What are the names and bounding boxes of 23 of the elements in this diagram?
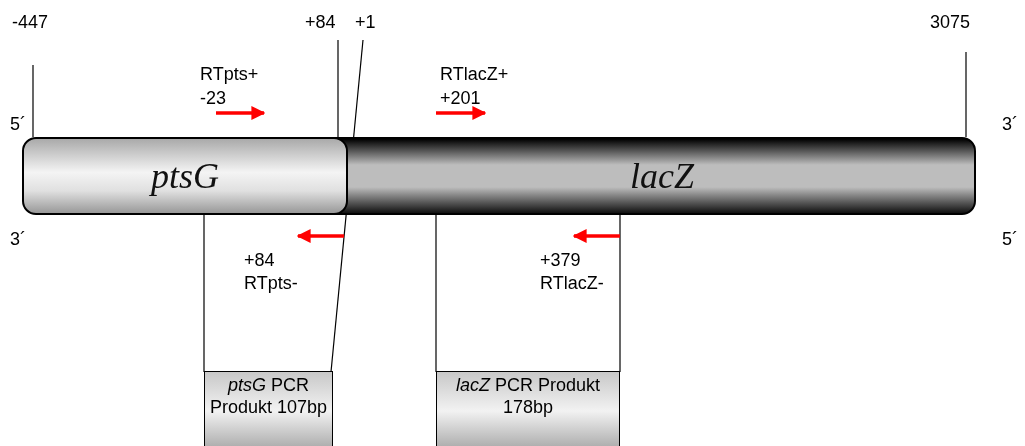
strand-end-label: 3´	[10, 229, 26, 249]
position-number: +1	[355, 12, 376, 32]
strand-end-label: 3´	[1002, 114, 1018, 134]
gene-name: lacZ	[630, 155, 694, 197]
position-number: +84	[305, 12, 336, 32]
primer-name: RTlacZ+	[440, 64, 509, 84]
position-number: -447	[12, 12, 49, 32]
primer-name: RTpts+	[200, 64, 259, 84]
pcr-product-box	[436, 371, 620, 446]
strand-end-label: 5´	[10, 114, 26, 134]
primer-position: -23	[200, 88, 226, 108]
primer-position: +379	[540, 250, 581, 270]
gene-segment	[22, 137, 348, 215]
position-number: 3075	[930, 12, 971, 32]
primer-position: +84	[244, 250, 275, 270]
pcr-product-box	[204, 371, 333, 446]
product-description: lacZ PCR Produkt 178bp	[454, 374, 602, 418]
product-description: ptsG PCR Produkt 107bp	[208, 374, 329, 418]
primer-position: +201	[440, 88, 481, 108]
primer-name: RTlacZ-	[540, 273, 604, 293]
primer-name: RTpts-	[244, 273, 298, 293]
strand-end-label: 5´	[1002, 229, 1018, 249]
gene-name: ptsG	[151, 155, 219, 197]
